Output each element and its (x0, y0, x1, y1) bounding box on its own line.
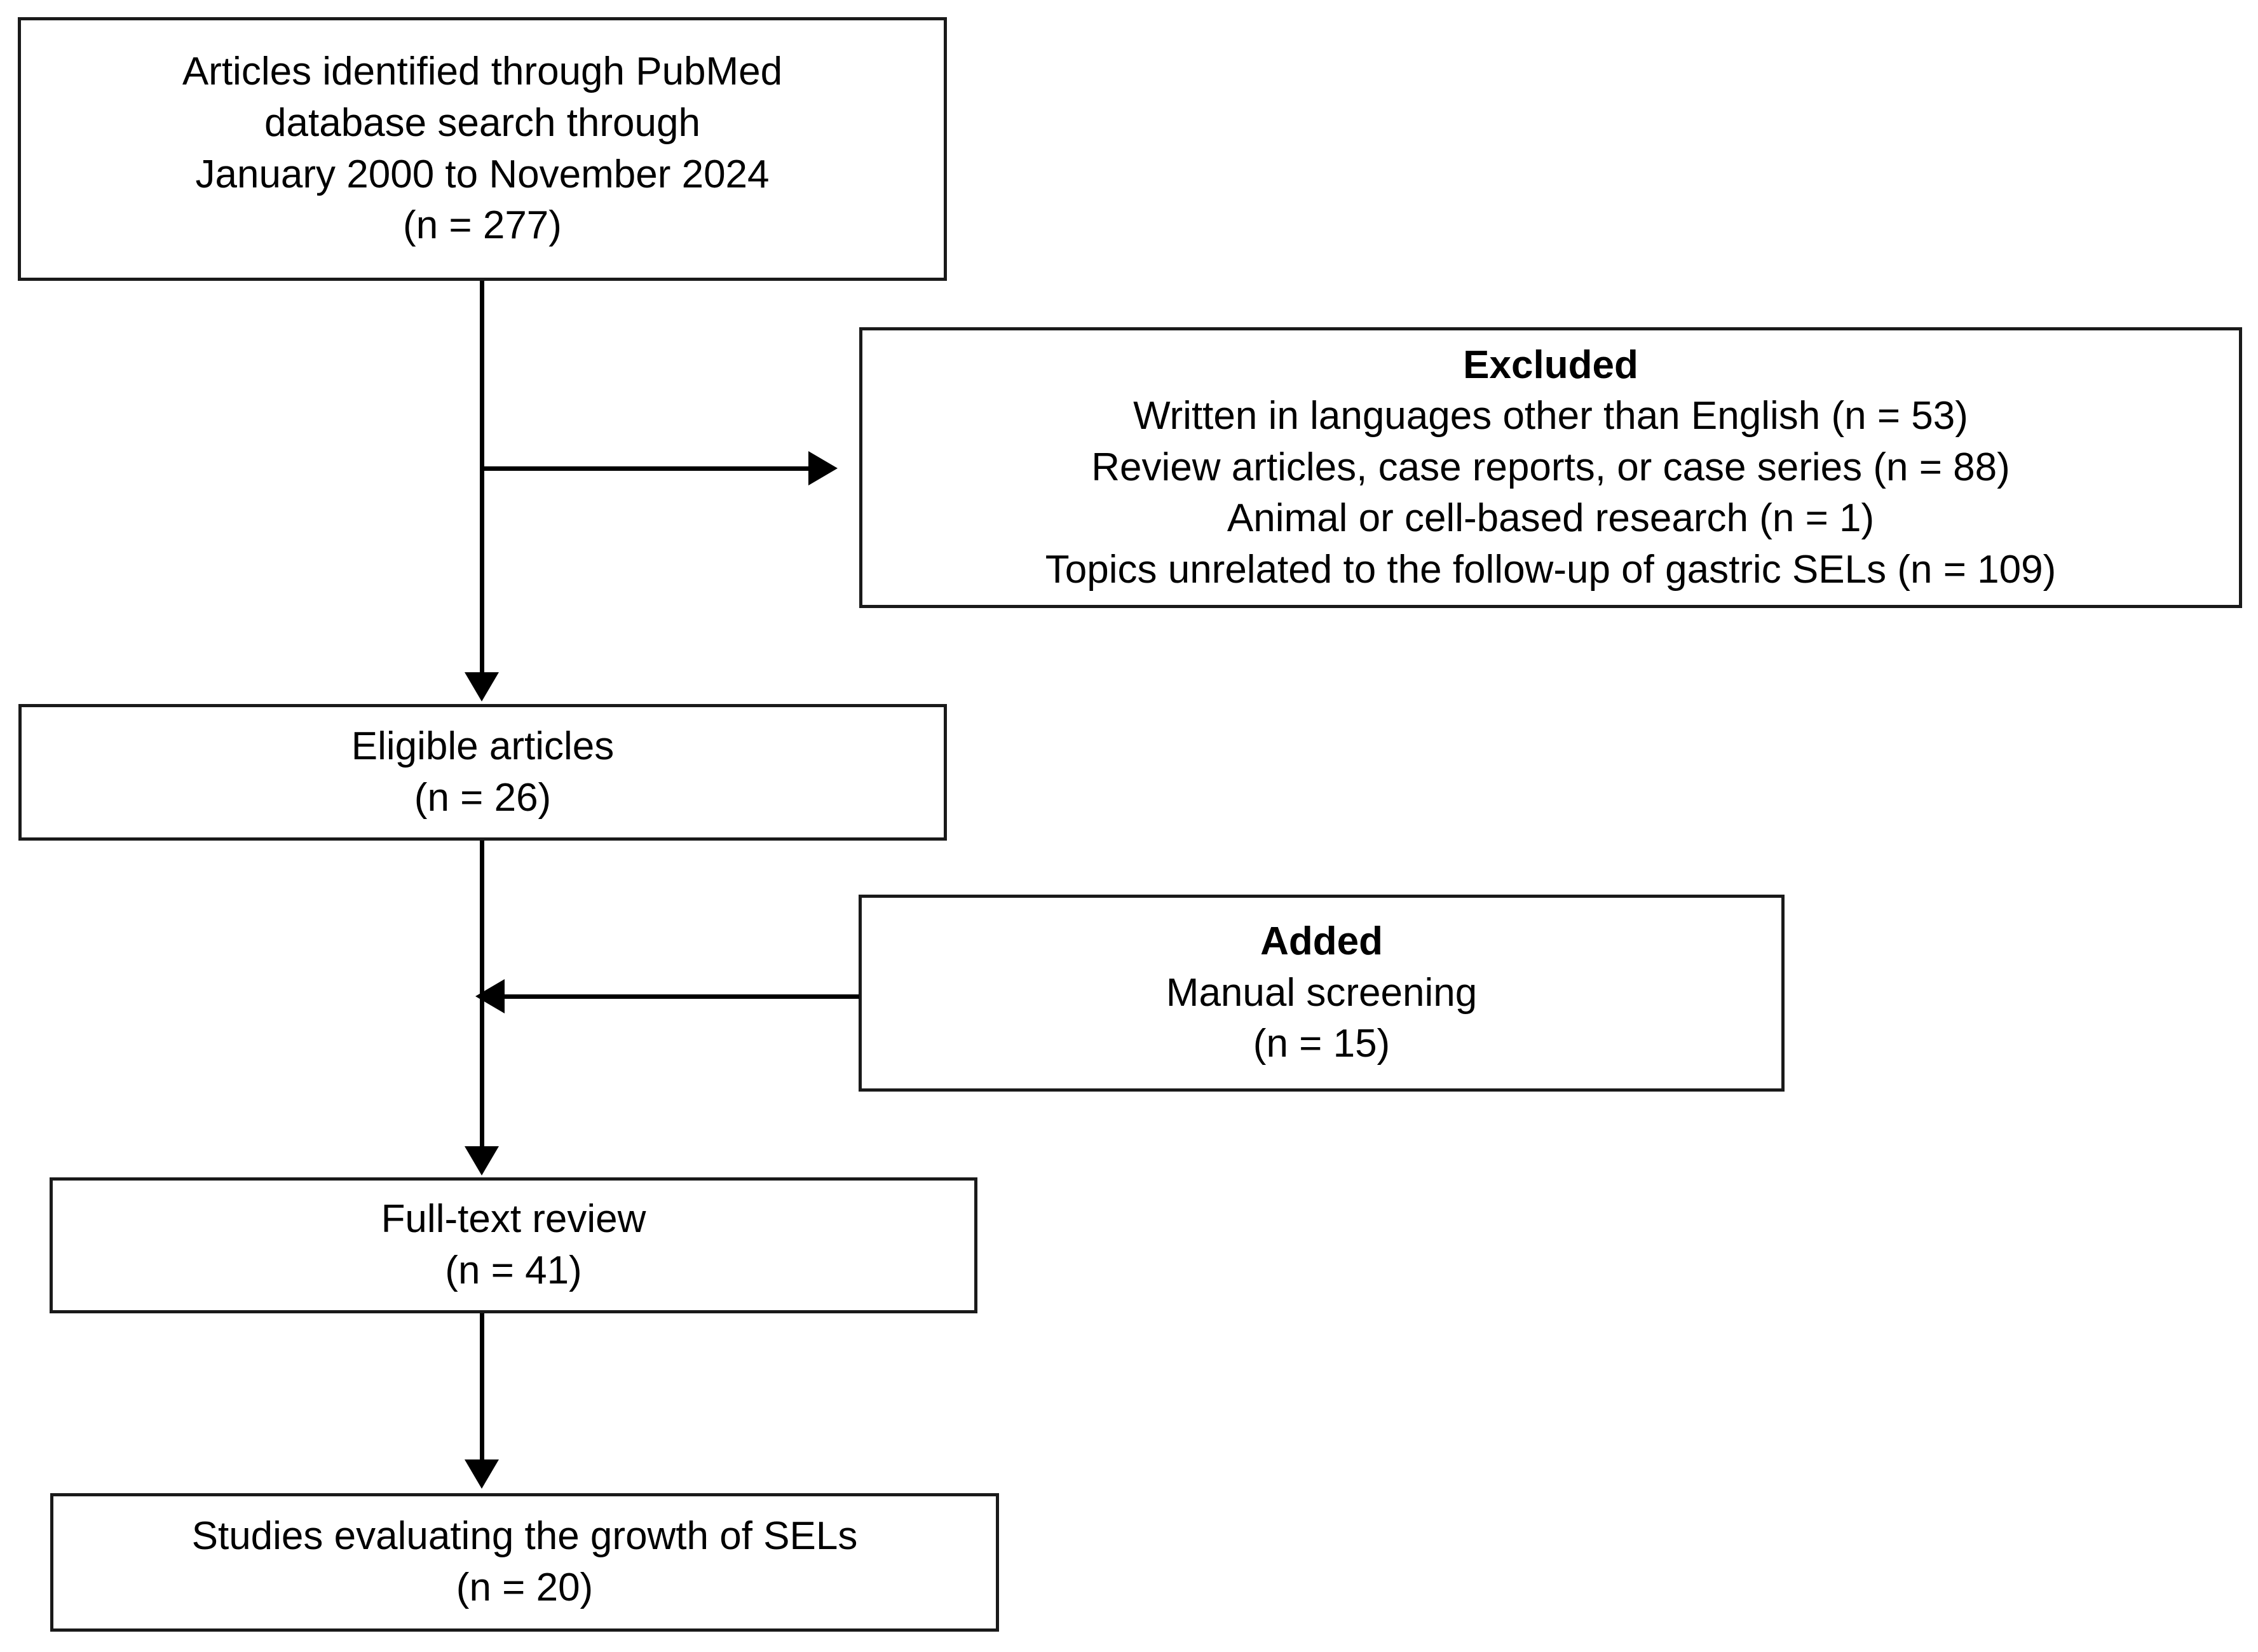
added-box: Added Manual screening (n = 15) (859, 895, 1785, 1092)
studies-evaluating-growth-box: Studies evaluating the growth of SELs (n… (50, 1493, 999, 1632)
box-text-line: Articles identified through PubMed (182, 50, 783, 94)
arrowhead-down-icon (465, 1459, 499, 1489)
box-count-line: (n = 277) (403, 203, 562, 248)
box-count-line: (n = 15) (1253, 1022, 1391, 1066)
box-count-line: (n = 20) (456, 1566, 594, 1609)
box-text-line: Eligible articles (351, 724, 615, 768)
box-count-line: (n = 26) (414, 775, 552, 820)
connector-identified-to-eligible (480, 281, 484, 675)
exclusion-reason: Topics unrelated to the follow-up of gas… (1045, 547, 2057, 592)
box-text-line: Full-text review (381, 1197, 646, 1242)
box-text-line: Studies evaluating the growth of SELs (191, 1514, 858, 1559)
arrowhead-left-icon (475, 979, 505, 1013)
box-count-line: (n = 41) (445, 1249, 582, 1292)
box-text-line: Manual screening (1166, 970, 1478, 1015)
full-text-review-box: Full-text review (n = 41) (50, 1177, 977, 1313)
connector-added-to-trunk (502, 994, 859, 999)
box-text-line: January 2000 to November 2024 (195, 152, 770, 196)
arrowhead-down-icon (465, 672, 499, 701)
box-text-line: database search through (264, 100, 700, 145)
arrowhead-right-icon (808, 451, 838, 485)
excluded-box: Excluded Written in languages other than… (859, 327, 2242, 608)
arrowhead-down-icon (465, 1146, 499, 1175)
box-heading: Excluded (1463, 342, 1638, 387)
connector-fulltext-to-studies (480, 1313, 484, 1463)
box-heading: Added (1260, 919, 1383, 964)
eligible-articles-box: Eligible articles (n = 26) (18, 704, 947, 841)
articles-identified-box: Articles identified through PubMed datab… (18, 17, 947, 281)
exclusion-reason: Review articles, case reports, or case s… (1091, 445, 2010, 489)
exclusion-reason: Written in languages other than English … (1133, 394, 1968, 438)
exclusion-reason: Animal or cell-based research (n = 1) (1227, 496, 1875, 541)
connector-identified-to-excluded (480, 466, 810, 471)
